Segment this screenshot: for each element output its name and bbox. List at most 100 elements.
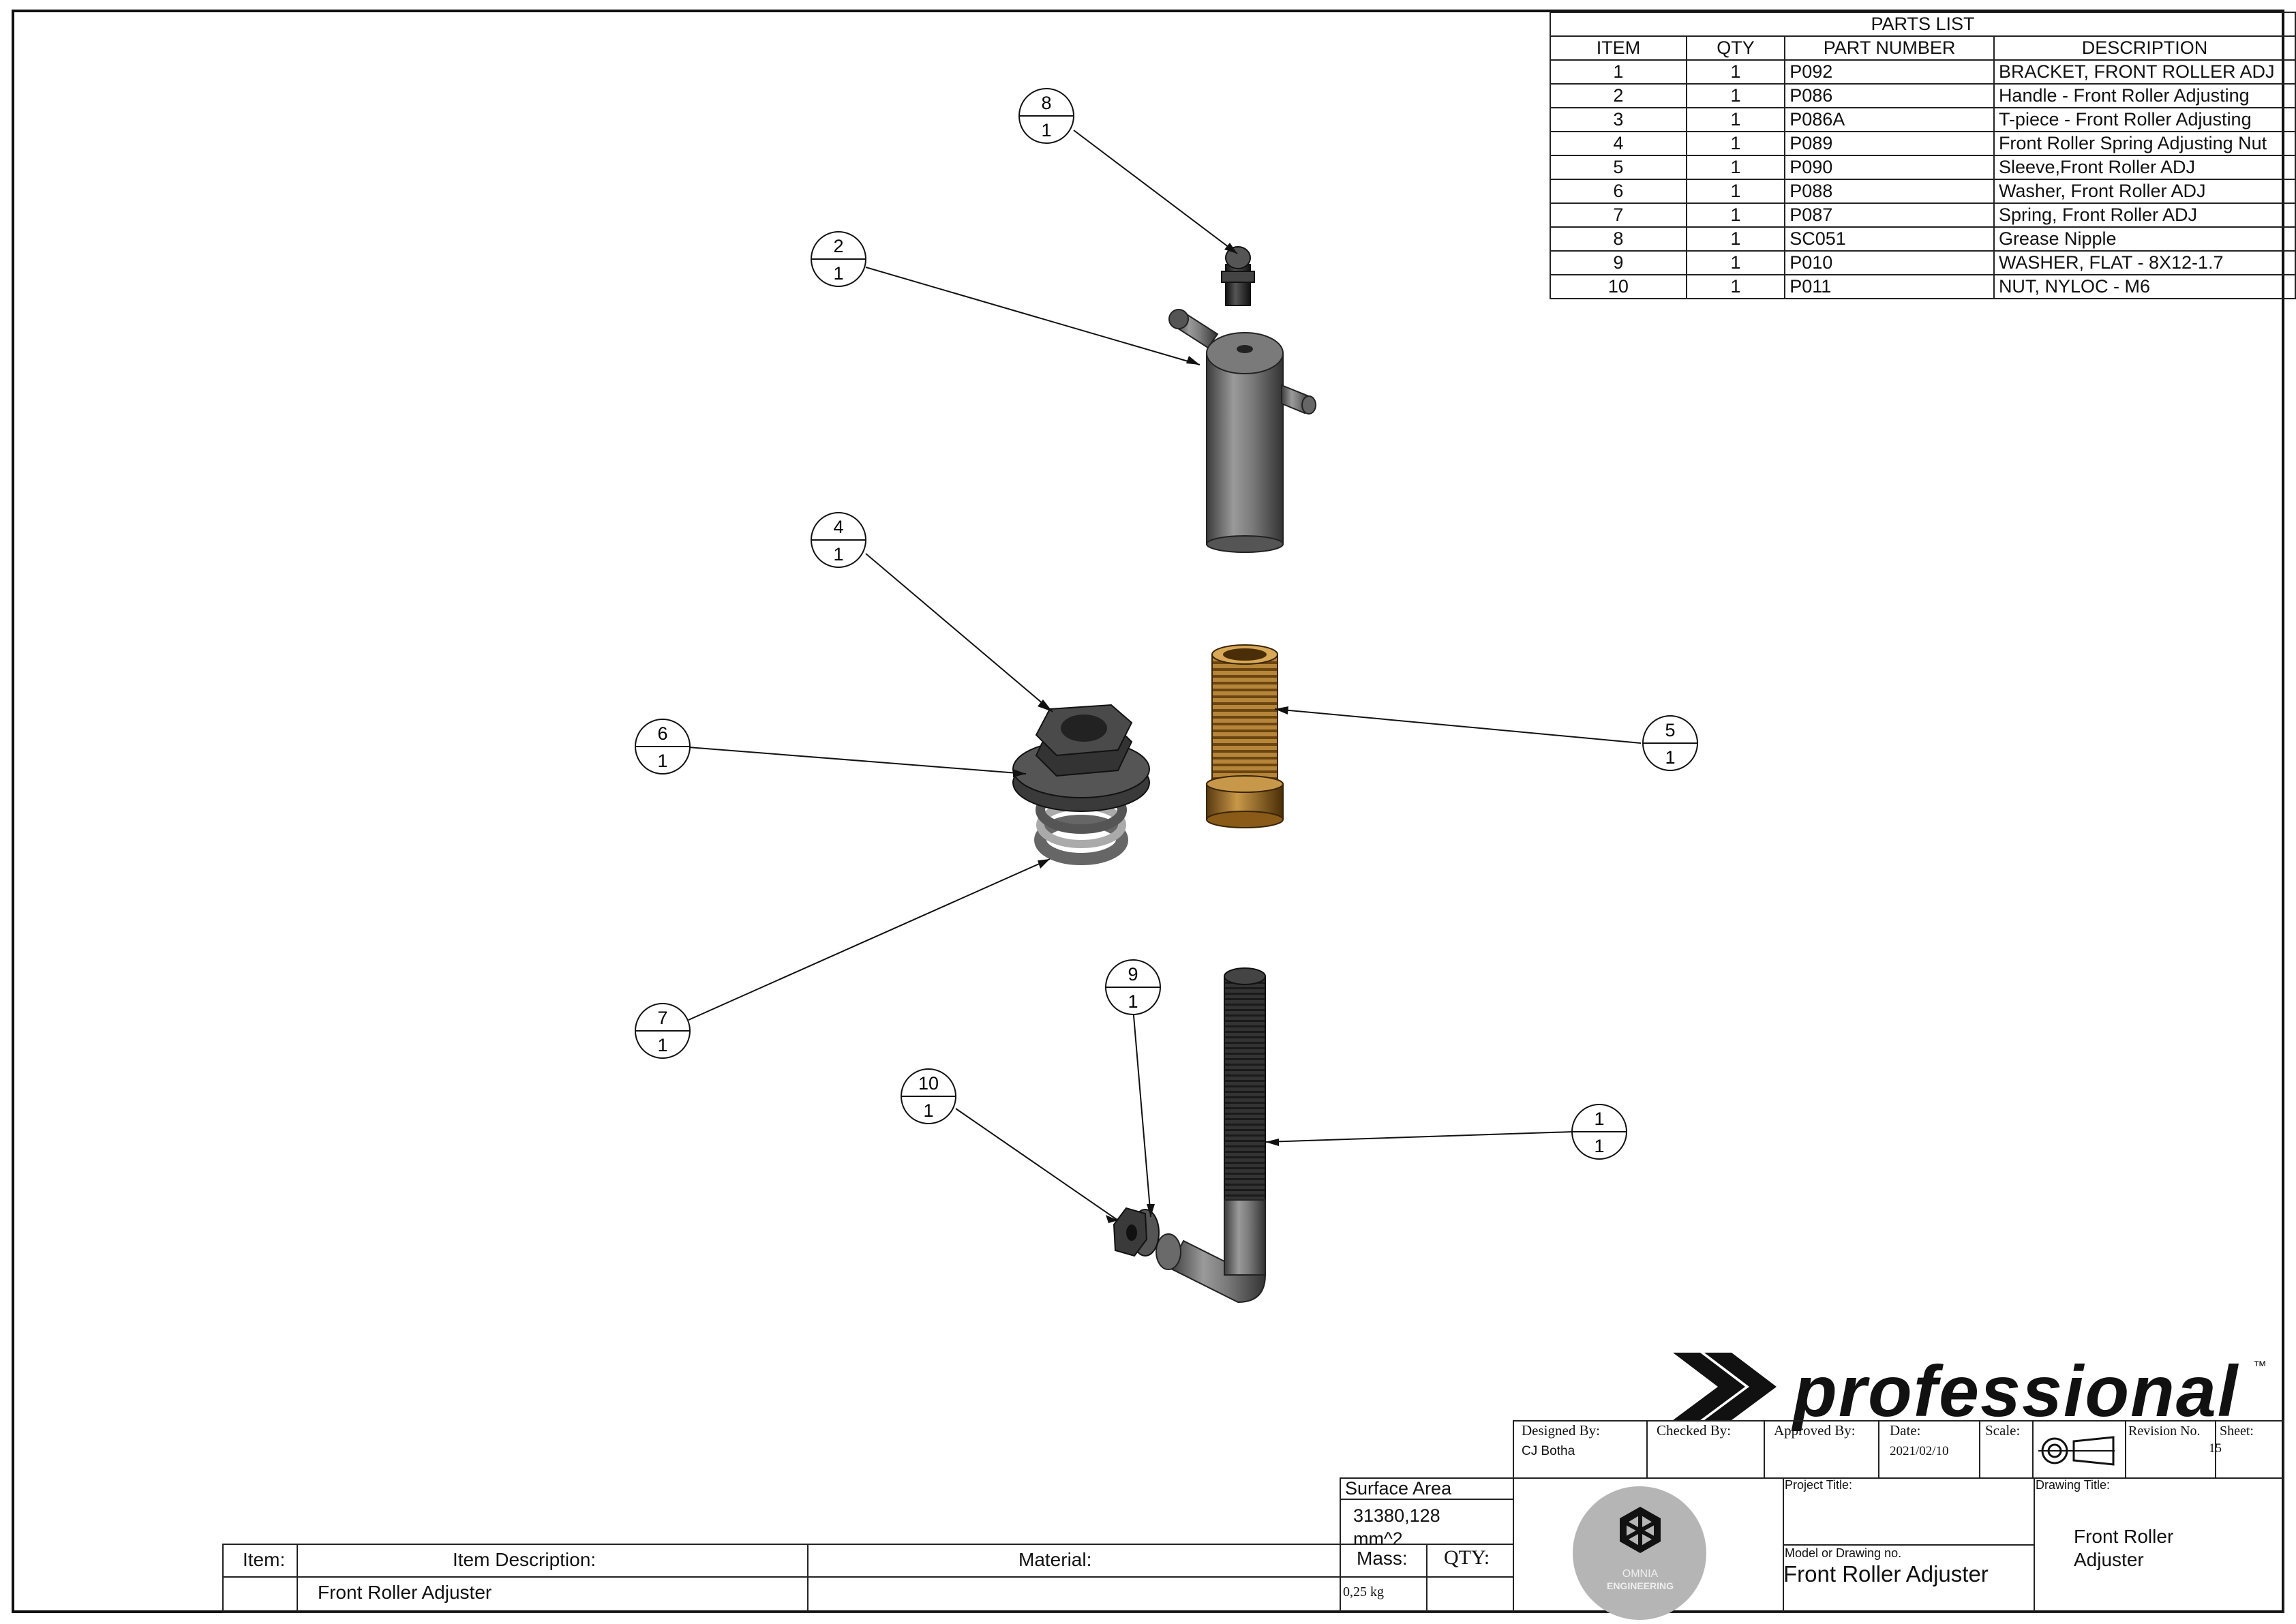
leader-arrowheads bbox=[1013, 243, 1288, 1223]
row-item: 5 bbox=[1550, 155, 1687, 180]
row-item: 6 bbox=[1550, 179, 1687, 204]
row-part-number: P092 bbox=[1784, 59, 1995, 85]
balloon-qty: 1 bbox=[657, 1035, 667, 1055]
model-no-value: Front Roller Adjuster bbox=[1783, 1561, 1989, 1587]
drawing-title-label: Drawing Title: bbox=[2036, 1478, 2111, 1492]
row-item: 1 bbox=[1550, 59, 1687, 85]
item-description-label: Item Description: bbox=[453, 1549, 596, 1570]
row-description: Grease Nipple bbox=[1993, 226, 2296, 252]
row-description: WASHER, FLAT - 8X12-1.7 bbox=[1993, 250, 2296, 275]
item-table bbox=[222, 1544, 1514, 1613]
sleeve-part bbox=[1206, 644, 1284, 828]
brand-logo bbox=[1673, 1353, 1777, 1420]
mass-label: Mass: bbox=[1357, 1548, 1408, 1569]
row-part-number: P090 bbox=[1784, 155, 1995, 180]
balloon-qty: 1 bbox=[1041, 120, 1051, 140]
balloon-item: 7 bbox=[657, 1008, 667, 1028]
row-qty: 1 bbox=[1685, 131, 1786, 156]
balloon-item: 8 bbox=[1041, 93, 1051, 113]
project-divider bbox=[1784, 1544, 2034, 1546]
designed-by-value: CJ Botha bbox=[1522, 1444, 1575, 1458]
row-description: Front Roller Spring Adjusting Nut bbox=[1993, 131, 2296, 156]
row-part-number: P088 bbox=[1784, 179, 1995, 204]
row-qty: 1 bbox=[1685, 226, 1786, 252]
company-hex-icon bbox=[1620, 1507, 1661, 1553]
row-item: 4 bbox=[1550, 131, 1687, 156]
parts-list-title: PARTS LIST bbox=[1550, 12, 2296, 37]
surface-area-label: Surface Area bbox=[1345, 1478, 1452, 1499]
item-label: Item: bbox=[243, 1549, 286, 1570]
balloon-8: 81 bbox=[1018, 88, 1074, 144]
row-item: 2 bbox=[1550, 83, 1687, 108]
balloon-qty: 1 bbox=[833, 263, 843, 284]
row-part-number: P010 bbox=[1784, 250, 1995, 275]
balloon-7: 71 bbox=[635, 1003, 691, 1059]
drawing-title-cell bbox=[2034, 1477, 2284, 1613]
col-description: DESCRIPTION bbox=[1993, 35, 2296, 61]
row-qty: 1 bbox=[1685, 179, 1786, 204]
row-item: 9 bbox=[1550, 250, 1687, 275]
balloon-item: 2 bbox=[833, 236, 843, 256]
col-part-number: PART NUMBER bbox=[1784, 35, 1995, 61]
row-description: NUT, NYLOC - M6 bbox=[1993, 274, 2296, 299]
sheet-label: Sheet: bbox=[2220, 1424, 2254, 1439]
row-qty: 1 bbox=[1685, 107, 1786, 132]
row-part-number: P087 bbox=[1784, 202, 1995, 228]
material-label: Material: bbox=[1018, 1549, 1092, 1570]
leader-lines bbox=[688, 130, 1642, 1221]
surface-area-divider bbox=[1340, 1499, 1513, 1500]
balloon-item: 1 bbox=[1594, 1109, 1604, 1129]
row-description: Handle - Front Roller Adjusting bbox=[1993, 83, 2296, 108]
material-col-divider bbox=[1340, 1544, 1341, 1613]
sheet-value: 15 bbox=[2209, 1441, 2222, 1456]
approved-by-label: Approved By: bbox=[1774, 1422, 1856, 1439]
balloon-4: 41 bbox=[811, 512, 866, 568]
row-part-number: P089 bbox=[1784, 131, 1995, 156]
checked-by-label: Checked By: bbox=[1657, 1422, 1732, 1439]
row-part-number: P086 bbox=[1784, 83, 1995, 108]
projection-symbol-icon bbox=[2038, 1436, 2115, 1466]
balloon-qty: 1 bbox=[923, 1100, 933, 1121]
row-part-number: P011 bbox=[1784, 274, 1995, 299]
row-qty: 1 bbox=[1685, 155, 1786, 180]
drawing-title-line1: Front Roller bbox=[2074, 1526, 2174, 1547]
mass-value: 0,25 kg bbox=[1343, 1584, 1384, 1599]
grease-nipple-part bbox=[1221, 246, 1255, 306]
company-name-line2: ENGINEERING bbox=[1606, 1580, 1674, 1591]
row-qty: 1 bbox=[1685, 250, 1786, 275]
handle-part bbox=[1168, 309, 1316, 553]
balloon-1: 11 bbox=[1571, 1104, 1627, 1160]
parts-list-table: PARTS LIST ITEM QTY PART NUMBER DESCRIPT… bbox=[1550, 12, 2296, 299]
washer-nut-parts bbox=[1113, 1207, 1160, 1257]
row-description: Sleeve,Front Roller ADJ bbox=[1993, 155, 2296, 180]
balloon-2: 21 bbox=[811, 231, 866, 287]
model-no-label: Model or Drawing no. bbox=[1785, 1546, 1902, 1560]
designed-by-label: Designed By: bbox=[1522, 1422, 1600, 1439]
balloon-qty: 1 bbox=[833, 544, 843, 565]
company-name-line1: OMNIA bbox=[1622, 1568, 1659, 1580]
item-col-divider bbox=[297, 1544, 298, 1613]
drawing-title-line2: Adjuster bbox=[2074, 1549, 2144, 1570]
balloon-item: 9 bbox=[1128, 964, 1138, 984]
bracket-part bbox=[1155, 967, 1267, 1304]
row-qty: 1 bbox=[1685, 274, 1786, 299]
balloon-9: 91 bbox=[1105, 959, 1161, 1015]
balloon-qty: 1 bbox=[657, 751, 667, 771]
row-qty: 1 bbox=[1685, 83, 1786, 108]
balloon-qty: 1 bbox=[1128, 991, 1138, 1012]
row-part-number: P086A bbox=[1784, 107, 1995, 132]
item-description-value: Front Roller Adjuster bbox=[318, 1582, 492, 1603]
balloon-item: 5 bbox=[1665, 720, 1675, 740]
date-label: Date: bbox=[1890, 1422, 1921, 1439]
row-item: 7 bbox=[1550, 202, 1687, 228]
col-qty: QTY bbox=[1685, 35, 1786, 61]
mass-col-divider bbox=[1426, 1544, 1428, 1613]
